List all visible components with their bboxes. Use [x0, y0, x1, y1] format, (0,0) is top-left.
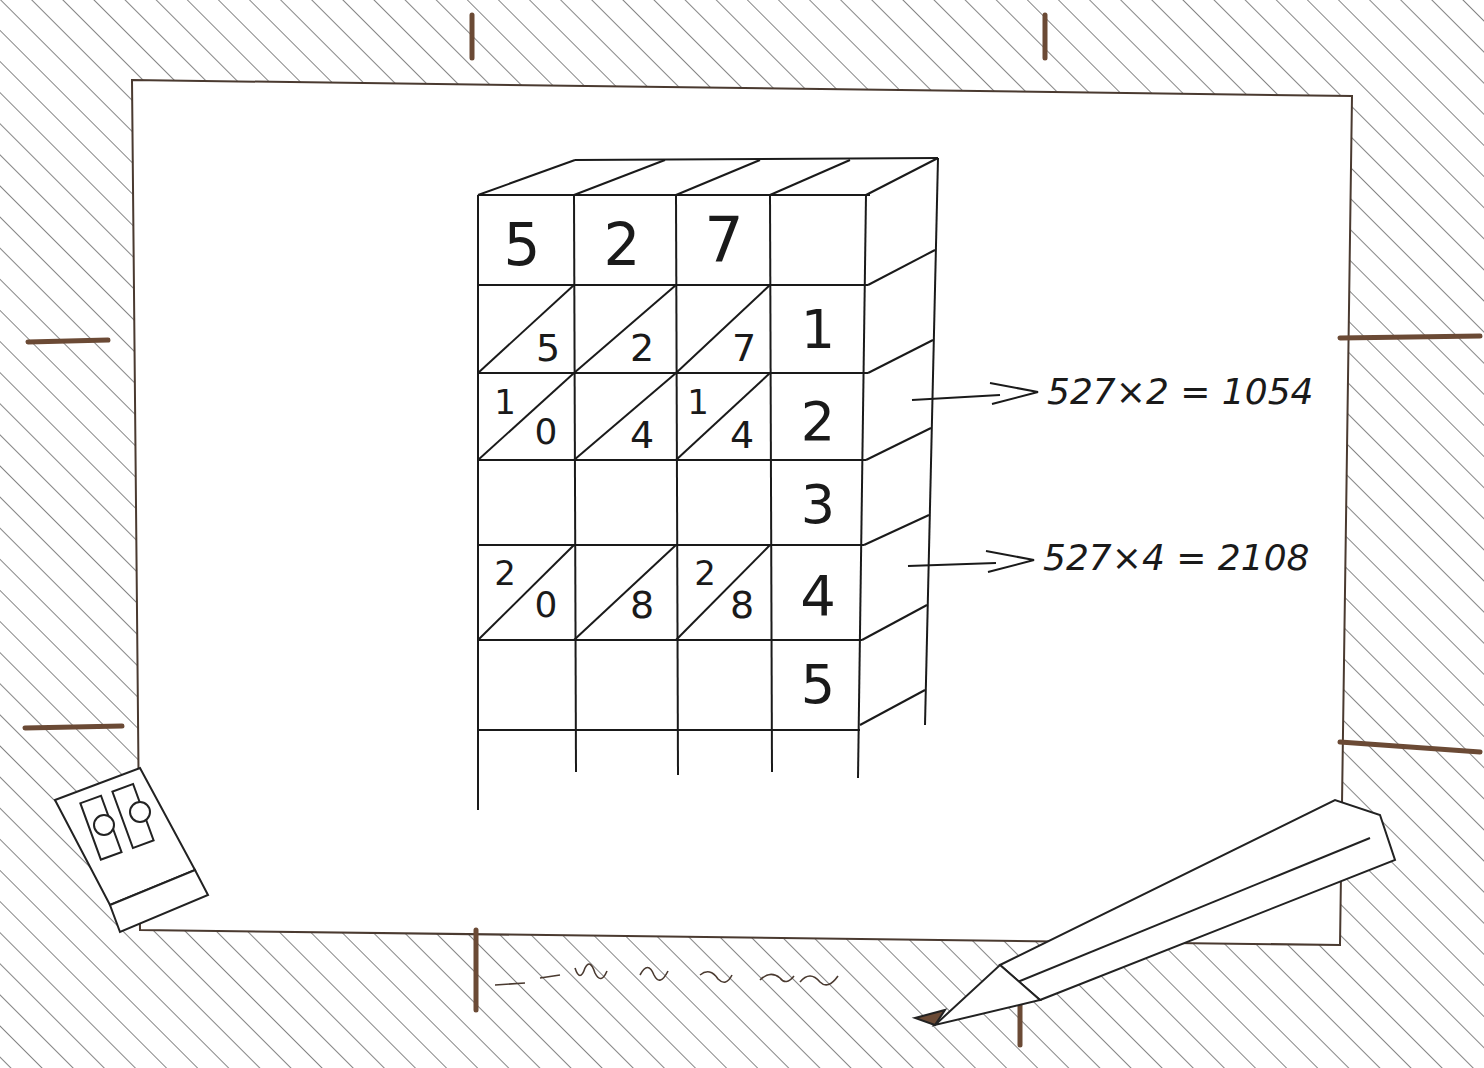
grid-digit: 2: [630, 329, 654, 367]
grid-digit: 4: [630, 416, 654, 454]
equation-note: 527×2 = 1054: [1044, 374, 1316, 410]
grid-digit: 0: [535, 587, 558, 623]
grid-digit: 5: [801, 658, 835, 712]
grid-digit: 8: [630, 586, 654, 624]
grid-digit: 1: [494, 385, 516, 419]
grid-digit: 2: [694, 556, 716, 590]
grid-digit: 2: [604, 216, 641, 274]
equation-note: 527×4 = 2108: [1040, 540, 1312, 576]
grid-digit: 0: [535, 414, 558, 450]
grid-digit: 1: [801, 303, 835, 357]
grid-digit: 3: [801, 478, 835, 532]
paper-sheet: [132, 80, 1352, 945]
frame-marks: [25, 15, 1480, 1045]
grid-digit: 2: [494, 556, 516, 590]
pencil: [915, 800, 1395, 1025]
grid-digit: 1: [687, 385, 709, 419]
grid-digit: 8: [730, 586, 754, 624]
grid-digit: 4: [730, 416, 754, 454]
grid-digit: 7: [732, 329, 756, 367]
grid-digit: 7: [704, 209, 743, 271]
grid-digit: 5: [536, 329, 560, 367]
grid-digit: 4: [800, 568, 836, 624]
pencil-sharpener: [55, 768, 208, 932]
signature-scribble: [495, 964, 838, 985]
grid-digit: 5: [504, 216, 541, 274]
leader-arrows: [908, 383, 1038, 572]
lattice-grid: [478, 158, 938, 810]
grid-digit: 2: [801, 395, 835, 449]
